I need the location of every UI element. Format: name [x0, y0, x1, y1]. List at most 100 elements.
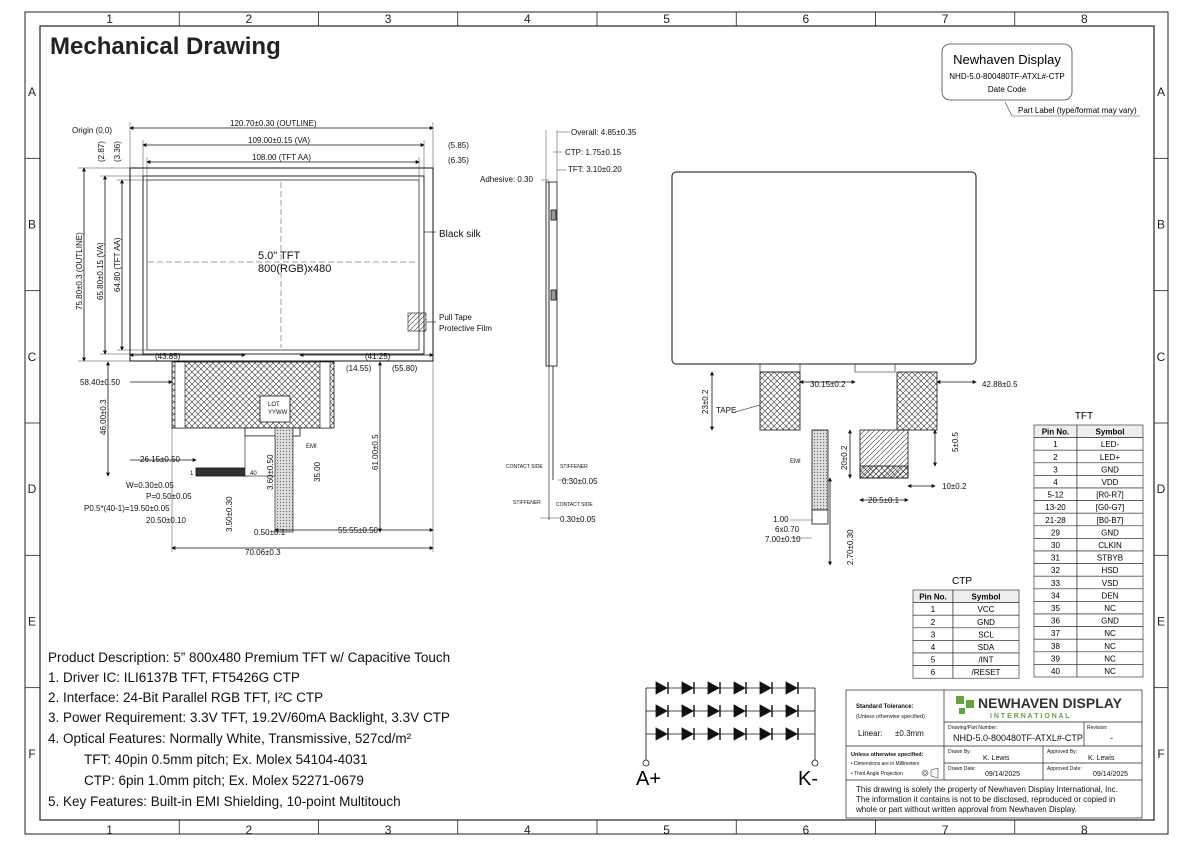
grid-row-label: A	[1157, 85, 1165, 99]
grid-col-label: 1	[106, 12, 113, 26]
side-contact-side-1: CONTACT SIDE	[506, 464, 543, 470]
led-diode-icon	[681, 704, 694, 718]
tft-table-pin-number: 36	[1051, 617, 1060, 626]
brand-name: NEWHAVEN DISPLAY	[978, 695, 1123, 711]
dim-635: (6.35)	[448, 156, 469, 165]
part-label-brand: Newhaven Display	[953, 52, 1061, 67]
description-line-6: CTP: 6pin 1.0mm pitch; Ex. Molex 52271-0…	[84, 773, 364, 788]
ctp-table-pin-symbol: VCC	[978, 605, 995, 614]
dim-7006: 70.06±0.3	[245, 548, 281, 557]
tft-table-pin-number: 35	[1051, 604, 1060, 613]
tft-table-pin-symbol: GND	[1101, 617, 1119, 626]
led-anode-label: A+	[636, 768, 661, 790]
rear-dim-205: 20.5±0.1	[868, 496, 900, 505]
description-line-2: 2. Interface: 24-Bit Parallel RGB TFT, I…	[48, 690, 323, 705]
rear-dim-23: 23±0.2	[701, 389, 710, 414]
approved-date: 09/14/2025	[1093, 771, 1128, 778]
tft-table-header: Pin No.	[1042, 428, 1070, 437]
led-diode-icon	[655, 681, 668, 695]
rear-emi-label: EMI	[790, 459, 801, 465]
dim-va-height: 65.80±0.15 (VA)	[96, 242, 105, 300]
approved-by: K. Lewis	[1088, 755, 1115, 762]
product-description: Product Description: 5” 800x480 Premium …	[48, 650, 450, 809]
tft-table-pin-symbol: DEN	[1102, 591, 1119, 600]
page-title: Mechanical Drawing	[50, 33, 281, 60]
grid-col-label: 2	[246, 823, 253, 837]
rear-view	[671, 171, 977, 566]
dim-5580: (55.80)	[392, 364, 418, 373]
dim-6100: 61.00±0.5	[371, 434, 380, 470]
tft-table-pin-symbol: VDD	[1102, 478, 1119, 487]
dim-287: (2.87)	[97, 141, 106, 162]
emi-label: EMI	[306, 444, 317, 450]
description-line-7: 5. Key Features: Built-in EMI Shielding,…	[48, 794, 401, 809]
rear-view-labels: 23±0.2 30.15±0.2 42.88±0.5 TAPE 20±0.2 5…	[701, 380, 1018, 565]
rear-dim-270: 2.70±0.30	[846, 529, 855, 565]
pin-1-label: 1	[190, 471, 194, 477]
ctp-table-cell	[952, 665, 1020, 679]
side-thickness-2: 0.30±0.05	[560, 515, 596, 524]
pull-tape-label: Pull Tape	[439, 313, 472, 322]
led-diode-icon	[785, 681, 798, 695]
description-line-1: 1. Driver IC: ILI6137B TFT, FT5426G CTP	[48, 670, 300, 685]
title-block-text: Standard Tolerance: (Unless otherwise sp…	[851, 695, 1128, 814]
origin-label: Origin (0,0)	[72, 126, 112, 135]
ctp-table-header: Pin No.	[919, 593, 947, 602]
dim-5840: 58.40±0.50	[80, 378, 121, 387]
rear-dim-5: 5±0.5	[951, 431, 960, 452]
drawn-date: 09/14/2025	[985, 771, 1020, 778]
grid-row-label: E	[1157, 615, 1165, 629]
side-thickness-1: 0.30±0.05	[562, 477, 598, 486]
ctp-table-header: Symbol	[972, 593, 1001, 602]
tft-table-pin-number: 33	[1051, 579, 1060, 588]
grid-col-label: 8	[1081, 12, 1088, 26]
grid-row-label: C	[28, 350, 37, 364]
tft-table-pin-number: 29	[1051, 528, 1060, 537]
led-diode-icon	[785, 727, 798, 741]
led-diode-icon	[655, 727, 668, 741]
ctp-table-pin-number: 5	[931, 656, 936, 665]
grid-row-label: D	[28, 482, 37, 496]
led-diode-icon	[707, 704, 720, 718]
grid-col-label: 5	[663, 823, 670, 837]
tft-table-pin-symbol: CLKIN	[1098, 541, 1122, 550]
dim-050: 0.50±0.1	[254, 528, 286, 537]
tft-table-pin-symbol: NC	[1104, 604, 1116, 613]
part-label-note: Part Label (type/format may vary)	[1018, 106, 1137, 115]
ctp-table-pin-number: 2	[931, 618, 936, 627]
notice-line-3: whole or part without written approval f…	[855, 805, 1077, 814]
tft-table-pin-symbol: GND	[1101, 528, 1119, 537]
linear-label: Linear:	[858, 729, 882, 738]
approved-date-label: Approved Date:	[1047, 766, 1082, 772]
tft-table-pin-symbol: NC	[1104, 667, 1116, 676]
tft-table-cell	[1076, 664, 1144, 678]
ctp-table-title: CTP	[952, 576, 972, 587]
grid-col-label: 7	[942, 823, 949, 837]
dim-aa-width: 108.00 (TFT AA)	[252, 153, 311, 162]
dim-outline-height: 75.80±0.3 (OUTLINE)	[75, 232, 84, 310]
tft-table-pin-number: 1	[1053, 440, 1058, 449]
yyww-label: YYWW	[268, 410, 288, 416]
lot-label: LOT	[268, 402, 280, 408]
tft-table-pin-number: 32	[1051, 566, 1060, 575]
front-view	[78, 122, 436, 552]
tft-table-pin-symbol: [B0-B7]	[1097, 516, 1124, 525]
revision-value: -	[1110, 733, 1113, 743]
side-overall: Overall: 4.85±0.35	[571, 128, 637, 137]
cathode-terminal	[811, 759, 819, 767]
side-ctp: CTP: 1.75±0.15	[565, 148, 622, 157]
dim-360: 3.60±0.50	[266, 454, 275, 490]
tft-table-pin-symbol: NC	[1104, 629, 1116, 638]
dim-aa-height: 64.80 (TFT AA)	[113, 237, 122, 292]
projection-symbol-icon	[921, 767, 939, 779]
unless-otherwise-label: Unless otherwise specified:	[851, 752, 924, 758]
tft-table-pin-number: 31	[1051, 554, 1060, 563]
tft-table-pin-symbol: [G0-G7]	[1096, 503, 1124, 512]
pin-40-label: 40	[250, 471, 257, 477]
grid-row-label: E	[28, 615, 36, 629]
grid-col-label: 6	[803, 823, 810, 837]
